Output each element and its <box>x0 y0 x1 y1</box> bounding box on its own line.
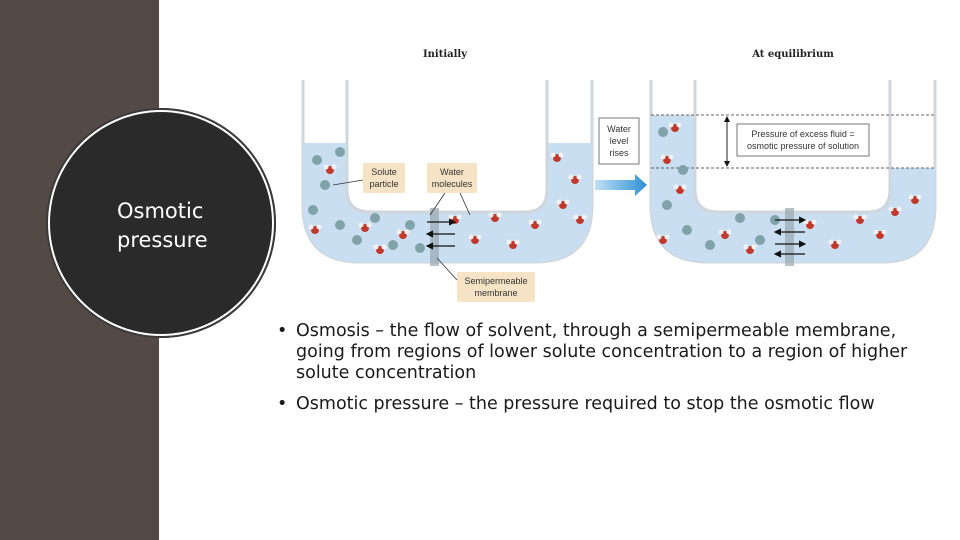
water-molecule <box>373 244 387 254</box>
flow-arrows-initial <box>425 218 457 250</box>
solute-particle <box>335 147 345 157</box>
molecules <box>308 122 922 254</box>
bullet-list: • Osmosis – the flow of solvent, through… <box>277 321 917 425</box>
callout-solute-line2: particle <box>369 179 398 189</box>
solute-particle <box>658 127 668 137</box>
solute-particle <box>370 213 380 223</box>
bullet-text: Osmosis – the flow of solvent, through a… <box>296 321 908 383</box>
label-initially: Initially <box>423 49 468 60</box>
water-molecule <box>556 199 570 209</box>
water-molecule <box>550 152 564 162</box>
water-molecule <box>718 229 732 239</box>
water-molecule <box>396 229 410 239</box>
callout-pressure-line2: osmotic pressure of solution <box>747 141 859 151</box>
callout-solute-line1: Solute <box>371 167 397 177</box>
water-molecule <box>568 174 582 184</box>
water-molecule <box>673 184 687 194</box>
membrane-equilibrium <box>785 208 794 266</box>
water-molecule <box>358 222 372 232</box>
solute-particle <box>682 225 692 235</box>
water-molecule <box>660 154 674 164</box>
water-molecule <box>908 194 922 204</box>
water-molecule <box>668 122 682 132</box>
solute-particle <box>662 200 672 210</box>
water-molecule <box>853 214 867 224</box>
transition-arrow <box>595 174 647 196</box>
solute-particle <box>388 240 398 250</box>
title-circle-ring <box>46 108 276 338</box>
solute-particle <box>705 240 715 250</box>
solute-particle <box>678 165 688 175</box>
bullet-item-osmotic-pressure: • Osmotic pressure – the pressure requir… <box>277 394 917 415</box>
solute-particle <box>405 220 415 230</box>
label-at-equilibrium: At equilibrium <box>751 49 834 60</box>
solute-particle <box>755 235 765 245</box>
water-molecule <box>828 239 842 249</box>
solute-particle <box>320 180 330 190</box>
u-tube-equilibrium <box>649 80 937 266</box>
callout-level-line2: level <box>610 136 629 146</box>
water-equilibrium <box>651 115 935 262</box>
callout-pressure: Pressure of excess fluid = osmotic press… <box>736 123 870 157</box>
water-molecule <box>488 212 502 222</box>
water-molecule <box>743 244 757 254</box>
bullet-marker: • <box>277 394 288 414</box>
solute-particle <box>735 213 745 223</box>
flow-arrows-equilibrium <box>773 216 807 258</box>
callout-water-line2: molecules <box>432 179 473 189</box>
osmosis-diagram-svg: Initially At equilibrium <box>301 49 937 302</box>
callout-level-line3: rises <box>609 148 629 158</box>
osmosis-figure: Initially At equilibrium <box>295 40 945 315</box>
callout-membrane-line1: Semipermeable <box>464 276 527 286</box>
water-molecule <box>528 219 542 229</box>
solute-particle <box>308 205 318 215</box>
membrane-initial <box>430 208 439 266</box>
water-molecule <box>308 224 322 234</box>
solute-particle <box>335 220 345 230</box>
callout-level-line1: Water <box>607 124 631 134</box>
water-molecule <box>468 234 482 244</box>
callout-pressure-line1: Pressure of excess fluid = <box>751 129 854 139</box>
slide-title: Osmotic pressure <box>117 199 208 252</box>
solute-particle <box>312 155 322 165</box>
title-circle <box>50 112 272 334</box>
water-molecule <box>656 234 670 244</box>
water-molecule <box>323 164 337 174</box>
callout-water-line1: Water <box>440 167 464 177</box>
water-molecule <box>506 239 520 249</box>
water-initial <box>303 143 592 262</box>
bullet-item-osmosis: • Osmosis – the flow of solvent, through… <box>277 321 917 384</box>
bullet-marker: • <box>277 321 288 341</box>
water-molecule <box>873 229 887 239</box>
callout-water-level: Water level rises <box>598 117 640 165</box>
callout-membrane: Semipermeable membrane <box>436 257 535 302</box>
solute-particle <box>415 243 425 253</box>
water-molecule <box>573 214 587 224</box>
solute-particle <box>352 235 362 245</box>
u-tube-initial <box>301 80 594 266</box>
water-molecule <box>888 206 902 216</box>
bullet-text: Osmotic pressure – the pressure required… <box>296 394 875 414</box>
callout-solute-particle: Solute particle <box>332 163 405 193</box>
callout-water-molecules: Water molecules <box>427 163 477 216</box>
callout-membrane-line2: membrane <box>474 288 517 298</box>
